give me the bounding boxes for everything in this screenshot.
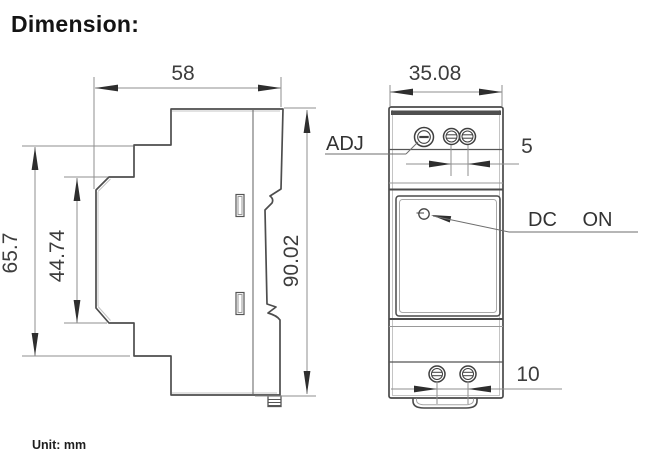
input-terminal-screw-right[interactable] [458, 127, 477, 146]
input-terminal-screw-left[interactable] [442, 127, 461, 146]
callout-leader-lines [325, 141, 638, 233]
dim-front-width: 35.08 [409, 62, 462, 85]
dim-terminal-pitch-bottom: 10 [516, 363, 539, 386]
unit-note: Unit: mm [32, 438, 87, 452]
din-clip-side [267, 395, 282, 408]
vent-slot-lower [235, 291, 245, 316]
dim-side-height-body: 65.7 [0, 233, 22, 274]
side-view-bevels [97, 110, 280, 394]
side-view: 58 90.02 65.7 44.74 [0, 62, 316, 408]
vent-slot-upper [235, 193, 245, 218]
front-face-panel [395, 195, 501, 317]
dim-side-height-recess: 44.74 [46, 229, 69, 282]
adj-potentiometer-icon[interactable] [413, 126, 435, 148]
dc-on-label: DC ON [528, 209, 612, 231]
dim-terminal-pitch-top: 5 [521, 135, 533, 158]
page-title: Dimension: [11, 11, 140, 37]
side-view-arrowheads [31, 84, 311, 394]
front-section-lines [389, 148, 503, 363]
dim-side-width: 58 [171, 62, 194, 85]
front-view: 35.08 5 10 ADJ DC ON [325, 62, 638, 409]
dc-on-led-icon [416, 208, 430, 220]
adj-label: ADJ [326, 133, 364, 155]
dim-side-height-overall: 90.02 [280, 235, 303, 288]
front-view-outline [388, 106, 504, 399]
din-clip-front [412, 398, 478, 409]
front-top-strip [391, 110, 501, 115]
side-view-outline [95, 108, 284, 396]
side-view-dimension-lines [22, 77, 316, 397]
